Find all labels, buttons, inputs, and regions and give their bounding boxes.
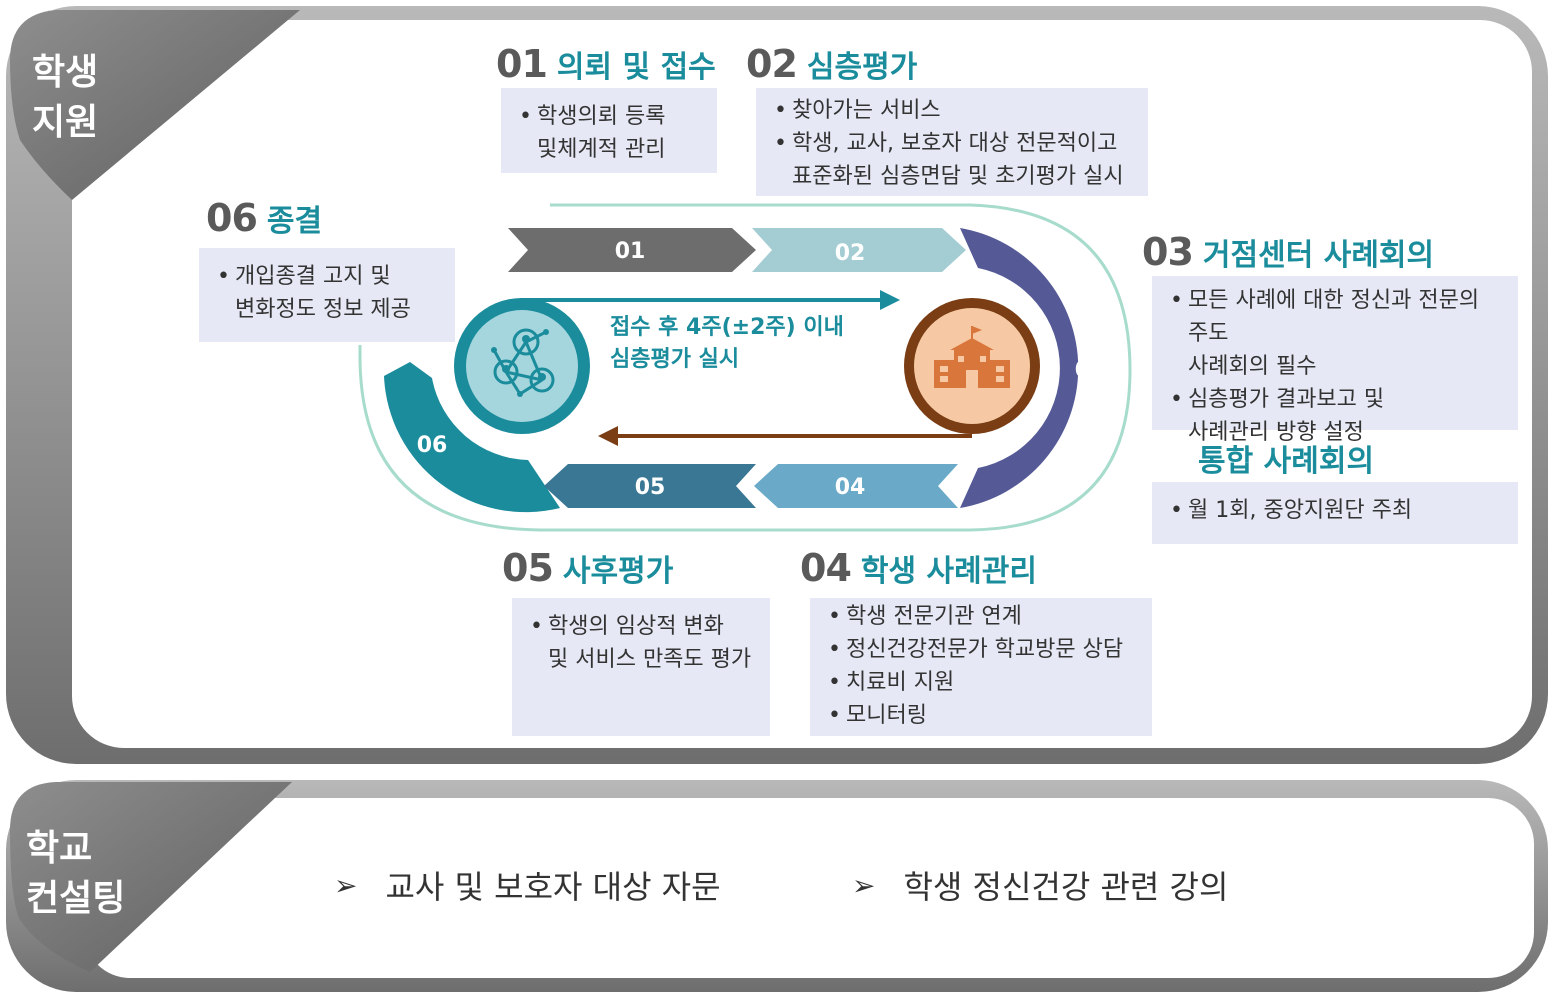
step-03-box: 모든 사례에 대한 정신과 전문의 주도 사례회의 필수 심층평가 결과보고 및… — [1152, 276, 1518, 445]
step-05-number: 05 — [502, 546, 554, 590]
cycle-label-05: 05 — [635, 475, 666, 500]
step-01-box: 학생의뢰 등록 및체계적 관리 — [501, 88, 717, 173]
cycle-segment-02 — [752, 228, 966, 272]
consult-item-lecture: ➢ 학생 정신건강 관련 강의 — [852, 862, 1228, 908]
consult-item-advice-label: 교사 및 보호자 대상 자문 — [385, 868, 721, 906]
step-03-number: 03 — [1142, 230, 1194, 274]
step-06-box: 개입종결 고지 및 변화정도 정보 제공 — [199, 248, 455, 342]
step-05-item: 학생의 임상적 변화 및 서비스 만족도 평가 — [530, 610, 756, 676]
step-03-title: 거점센터 사례회의 — [1202, 238, 1435, 273]
step-03-item: 모든 사례에 대한 정신과 전문의 주도 사례회의 필수 — [1170, 284, 1504, 383]
step-05-title: 사후평가 — [562, 554, 674, 589]
cycle-outline-track — [358, 203, 1132, 532]
step-05-heading: 05 사후평가 — [502, 546, 673, 590]
step-01-heading: 01 의뢰 및 접수 — [496, 42, 716, 86]
step-02-box: 찾아가는 서비스 학생, 교사, 보호자 대상 전문적이고 표준화된 심층면담 … — [756, 88, 1148, 196]
school-consulting-tab-label: 학교 컨설팅 — [26, 828, 126, 919]
step-01-number: 01 — [496, 42, 548, 86]
step-02-number: 02 — [746, 42, 798, 86]
integrated-meeting-item: 월 1회, 중앙지원단 주최 — [1170, 494, 1504, 527]
step-04-box: 학생 전문기관 연계 정신건강전문가 학교방문 상담 치료비 지원 모니터링 — [810, 598, 1152, 736]
cycle-label-04: 04 — [835, 475, 866, 500]
center-note: 접수 후 4주(±2주) 이내 심층평가 실시 — [610, 315, 844, 372]
school-building-icon — [904, 298, 1040, 434]
step-06-title: 종결 — [266, 204, 323, 239]
integrated-meeting-title: 통합 사례회의 — [1198, 444, 1375, 479]
step-03-item: 심층평가 결과보고 및 사례관리 방향 설정 — [1170, 383, 1504, 449]
arrowhead-bullet-icon: ➢ — [852, 868, 876, 902]
cycle-segment-01 — [508, 228, 756, 272]
cycle-label-06: 06 — [417, 433, 448, 458]
step-01-title: 의뢰 및 접수 — [556, 50, 716, 85]
school-consulting-frame-inner — [84, 798, 1534, 978]
step-06-heading: 06 종결 — [206, 196, 322, 240]
consult-item-advice: ➢ 교사 및 보호자 대상 자문 — [334, 862, 721, 908]
school-consulting-tab — [10, 782, 292, 972]
people-network-icon — [454, 298, 590, 434]
step-04-heading: 04 학생 사례관리 — [800, 546, 1037, 590]
cycle-label-03: 03 — [1075, 358, 1106, 383]
step-04-number: 04 — [800, 546, 852, 590]
consult-item-lecture-label: 학생 정신건강 관련 강의 — [903, 868, 1229, 906]
step-02-item: 학생, 교사, 보호자 대상 전문적이고 표준화된 심층면담 및 초기평가 실시 — [774, 127, 1134, 193]
step-06-number: 06 — [206, 196, 258, 240]
student-support-frame-inner — [72, 20, 1532, 748]
student-support-tab-label: 학생 지원 — [32, 52, 99, 143]
step-04-item: 정신건강전문가 학교방문 상담 — [828, 633, 1138, 666]
step-04-item: 모니터링 — [828, 699, 1138, 732]
step-04-title: 학생 사례관리 — [860, 554, 1037, 589]
cycle-segment-04 — [754, 464, 958, 508]
student-support-tab — [10, 10, 300, 200]
step-04-item: 학생 전문기관 연계 — [828, 600, 1138, 633]
step-03-heading: 03 거점센터 사례회의 — [1142, 230, 1434, 274]
step-02-title: 심층평가 — [806, 50, 918, 85]
cycle-label-02: 02 — [835, 241, 866, 266]
arrowhead-bullet-icon: ➢ — [334, 868, 358, 902]
cycle-segment-03 — [960, 228, 1079, 508]
integrated-meeting-box: 월 1회, 중앙지원단 주최 — [1152, 482, 1518, 544]
step-05-box: 학생의 임상적 변화 및 서비스 만족도 평가 — [512, 598, 770, 736]
cycle-segment-06 — [384, 362, 560, 513]
step-02-heading: 02 심층평가 — [746, 42, 917, 86]
step-06-item: 개입종결 고지 및 변화정도 정보 제공 — [217, 260, 441, 326]
cycle-segment-05 — [544, 464, 756, 508]
step-04-item: 치료비 지원 — [828, 666, 1138, 699]
cycle-label-01: 01 — [615, 239, 646, 264]
step-01-item: 학생의뢰 등록 및체계적 관리 — [519, 100, 703, 166]
step-02-item: 찾아가는 서비스 — [774, 94, 1134, 127]
